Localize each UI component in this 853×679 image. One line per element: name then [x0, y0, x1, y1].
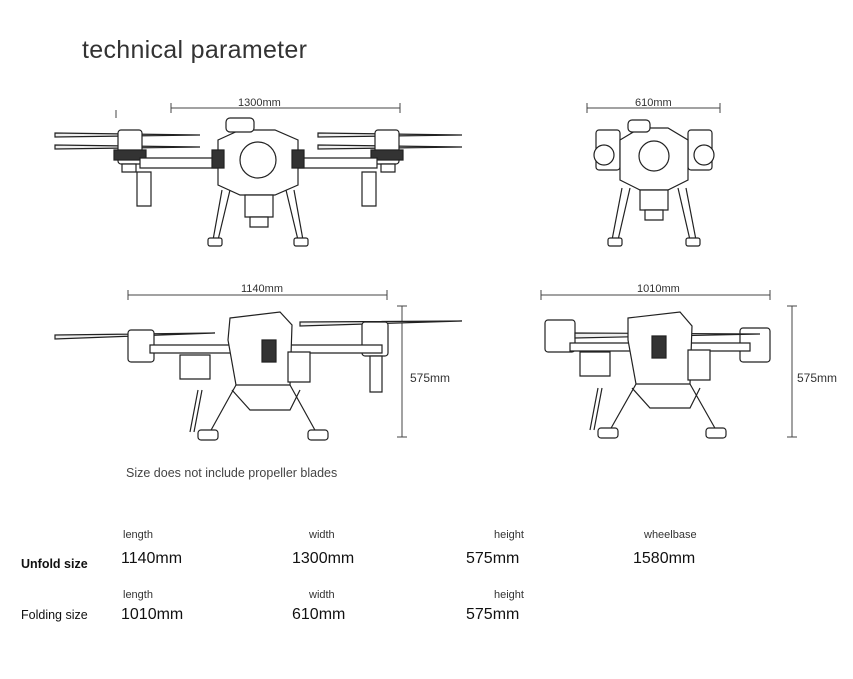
- unfold-length-label: length: [123, 529, 153, 541]
- fold-side-dimension-lines: [541, 290, 797, 437]
- unfold-side-dimension-lines: [128, 290, 407, 437]
- fold-top-dimension-label: 610mm: [635, 97, 672, 109]
- fold-top-dimension-line: [587, 103, 720, 113]
- fold-side-height-label: 575mm: [797, 371, 838, 385]
- unfold-wheelbase-value: 1580mm: [633, 550, 696, 567]
- unfold-front-drone: [55, 118, 462, 246]
- unfold-side-height-label: 575mm: [410, 371, 451, 385]
- folding-length-value: 1010mm: [121, 606, 184, 623]
- unfold-side-drone: [55, 312, 462, 440]
- folding-width-label: width: [309, 589, 335, 601]
- folding-width-value: 610mm: [292, 606, 346, 623]
- unfold-width-label: width: [309, 529, 335, 541]
- unfold-top-dimension-label: 1300mm: [238, 97, 281, 109]
- unfold-height-value: 575mm: [466, 550, 520, 567]
- unfold-height-label: height: [494, 529, 524, 541]
- folding-height-value: 575mm: [466, 606, 520, 623]
- unfold-top-dimension-line: [116, 103, 400, 118]
- fold-side-drone: [545, 312, 770, 438]
- unfold-side-width-label: 1140mm: [241, 283, 283, 295]
- unfold-length-value: 1140mm: [121, 550, 183, 567]
- fold-front-drone: [594, 120, 714, 246]
- folding-length-label: length: [123, 589, 153, 601]
- unfold-wheelbase-label: wheelbase: [644, 529, 697, 541]
- page-title: technical parameter: [82, 36, 308, 64]
- unfold-size-label: Unfold size: [21, 557, 88, 571]
- folding-height-label: height: [494, 589, 524, 601]
- fold-side-width-label: 1010mm: [637, 283, 680, 295]
- propeller-note: Size does not include propeller blades: [126, 466, 338, 480]
- folding-size-label: Folding size: [21, 608, 88, 622]
- unfold-width-value: 1300mm: [292, 550, 355, 567]
